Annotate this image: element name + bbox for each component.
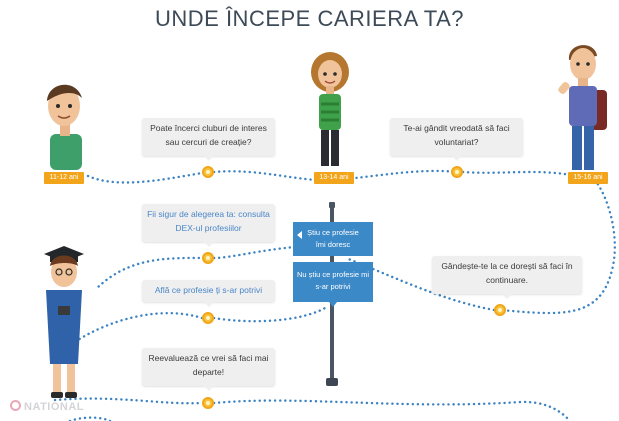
bubble-find-profession-text: Află ce profesie ți s-ar potrivi [154, 285, 263, 295]
watermark-logo: NATIONAL [10, 400, 84, 413]
boy-character [47, 84, 82, 170]
girl-character [311, 52, 349, 166]
bubble-reevaluate-line1: Reevaluează ce vrei să faci mai [148, 353, 269, 363]
path-dot [494, 304, 506, 316]
bubble-volunteering-line2: voluntariat? [434, 137, 479, 147]
bubble-think-future-line1: Gândește-te la ce dorești să faci în [441, 261, 573, 271]
bubble-volunteering-line1: Te-ai gândit vreodată să faci [403, 123, 510, 133]
path-dot [202, 252, 214, 264]
bubble-dex-line1: Fii sigur de alegerea ta: consulta [147, 209, 270, 219]
bubble-find-profession-link[interactable]: Află ce profesie ți s-ar potrivi [142, 280, 275, 307]
logo-mark-icon [10, 400, 21, 411]
bubble-clubs-line2: sau cercuri de creație? [165, 137, 252, 147]
sign-dont-know-line2: s-ar potrivi [315, 282, 351, 291]
graduate-character [44, 246, 84, 398]
sign-dont-know-profession[interactable]: Nu știu ce profesie mi s-ar potrivi [293, 262, 373, 307]
path-dot [451, 166, 463, 178]
age-label-15-16: 15-16 ani [568, 172, 608, 184]
bubble-dex-link[interactable]: Fii sigur de alegerea ta: consulta DEX-u… [142, 204, 275, 247]
page-title: UNDE ÎNCEPE CARIERA TA? [155, 6, 464, 31]
bubble-dex-line2: DEX-ul profesiilor [175, 223, 242, 233]
arrow-down-icon [329, 302, 337, 307]
age-label-13-14: 13-14 ani [314, 172, 354, 184]
path-dot [202, 166, 214, 178]
bubble-think-future-line2: continuare. [485, 275, 529, 285]
path-dot [202, 397, 214, 409]
bubble-volunteering: Te-ai gândit vreodată să faci voluntaria… [390, 118, 523, 161]
path-dot [202, 312, 214, 324]
sign-know-line1: Știu ce profesie [307, 228, 359, 237]
bubble-reevaluate: Reevaluează ce vrei să faci mai departe! [142, 348, 275, 391]
logo-text: NATIONAL [24, 401, 85, 413]
bubble-clubs-line1: Poate încerci cluburi de interes [150, 123, 267, 133]
bubble-reevaluate-line2: departe! [192, 367, 225, 377]
teen-character [558, 45, 607, 170]
arrow-left-icon [297, 231, 302, 239]
sign-know-profession[interactable]: Știu ce profesie îmi doresc [293, 222, 373, 256]
sign-dont-know-line1: Nu știu ce profesie mi [296, 270, 370, 279]
age-label-11-12: 11-12 ani [44, 172, 84, 184]
sign-know-line2: îmi doresc [315, 240, 351, 249]
bubble-think-future: Gândește-te la ce dorești să faci în con… [432, 256, 582, 299]
bubble-clubs: Poate încerci cluburi de interes sau cer… [142, 118, 275, 161]
